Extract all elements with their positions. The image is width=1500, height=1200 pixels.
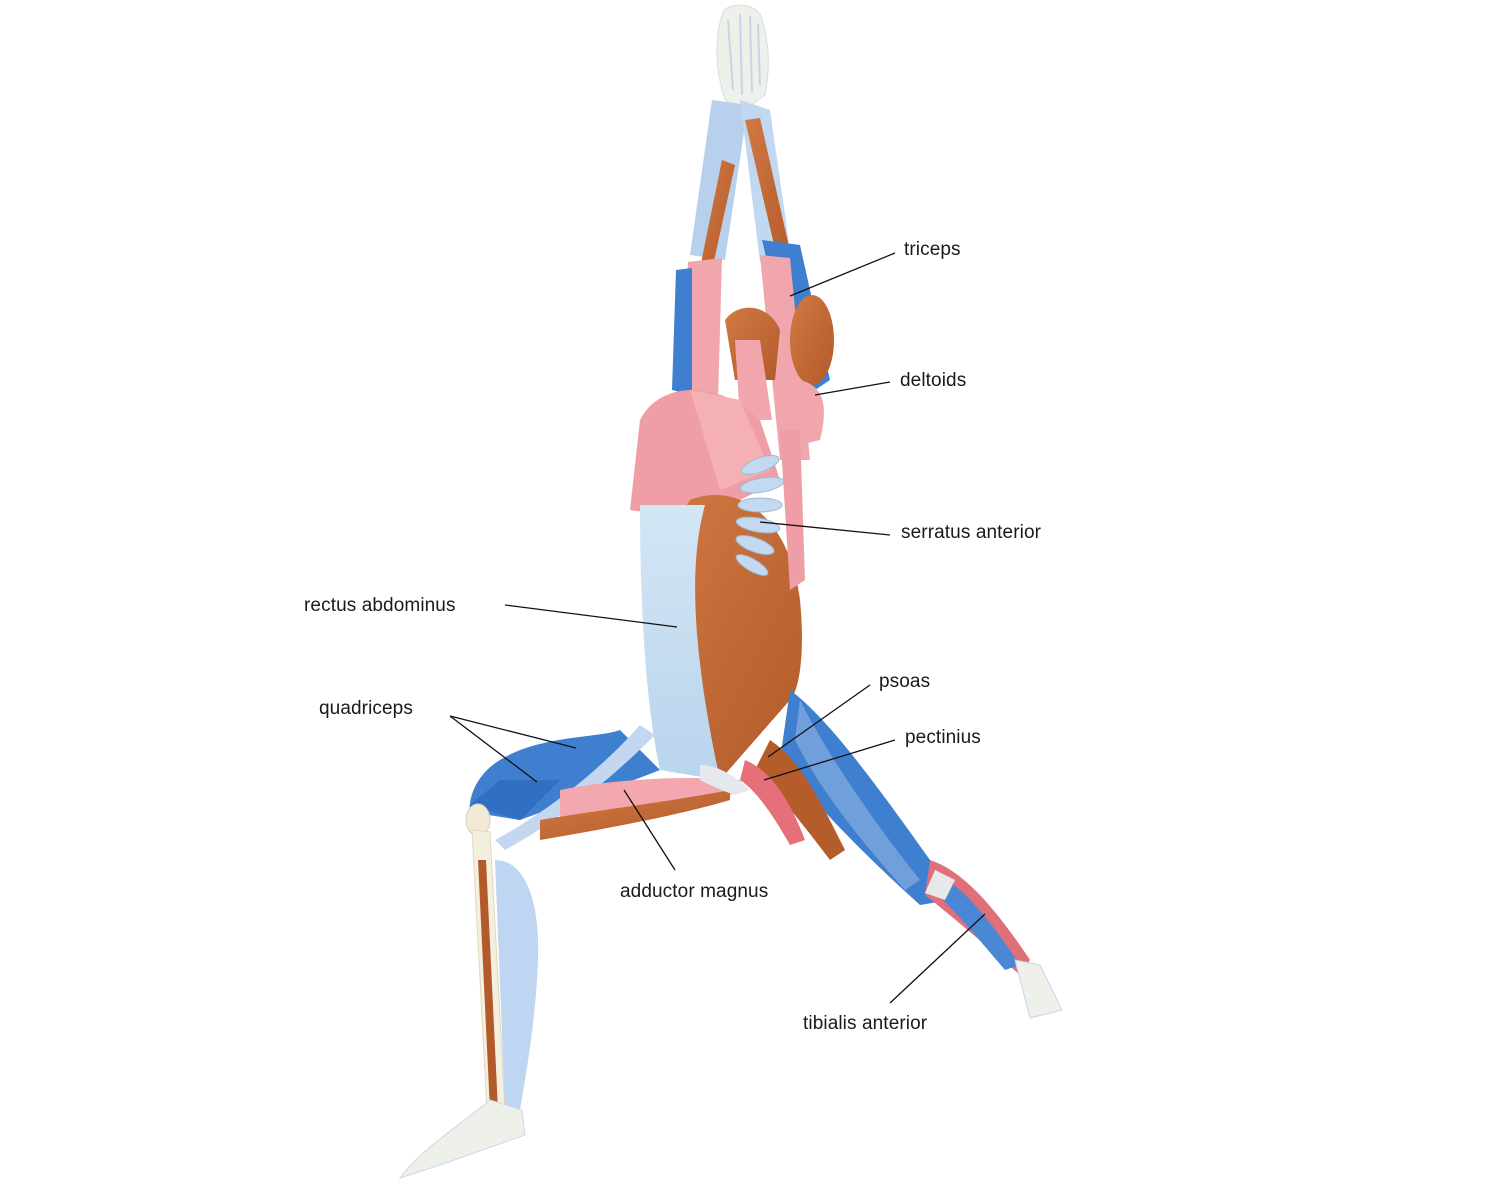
leader-line-quadriceps [449,715,577,749]
label-adductor-magnus: adductor magnus [620,881,769,902]
leader-line-pectinius [763,739,896,781]
upper-arms [672,240,834,460]
label-quadriceps: quadriceps [319,698,413,719]
leader-line-rectus-abdominus [504,604,678,628]
leader-lines [449,252,986,1004]
label-tibialis-anterior: tibialis anterior [803,1013,928,1034]
leader-line-deltoids [814,381,891,396]
leader-line-serratus-anterior [759,521,891,536]
leader-line-quadriceps [449,715,538,783]
label-triceps: triceps [904,239,961,260]
forearms [690,100,792,270]
label-rectus-abdominus: rectus abdominus [304,595,456,616]
front-leg [398,725,745,1179]
label-serratus-anterior: serratus anterior [901,522,1042,543]
label-deltoids: deltoids [900,370,967,391]
back-leg [740,690,1063,1019]
label-pectinius: pectinius [905,727,981,748]
leader-line-adductor-magnus [623,789,676,871]
hands [716,4,769,111]
pelvis [700,765,750,795]
neck-head [725,307,780,420]
leader-line-tibialis-anterior [889,913,986,1004]
leader-line-psoas [767,684,871,758]
torso [630,390,805,780]
label-psoas: psoas [879,671,931,692]
leader-line-triceps [789,252,896,297]
